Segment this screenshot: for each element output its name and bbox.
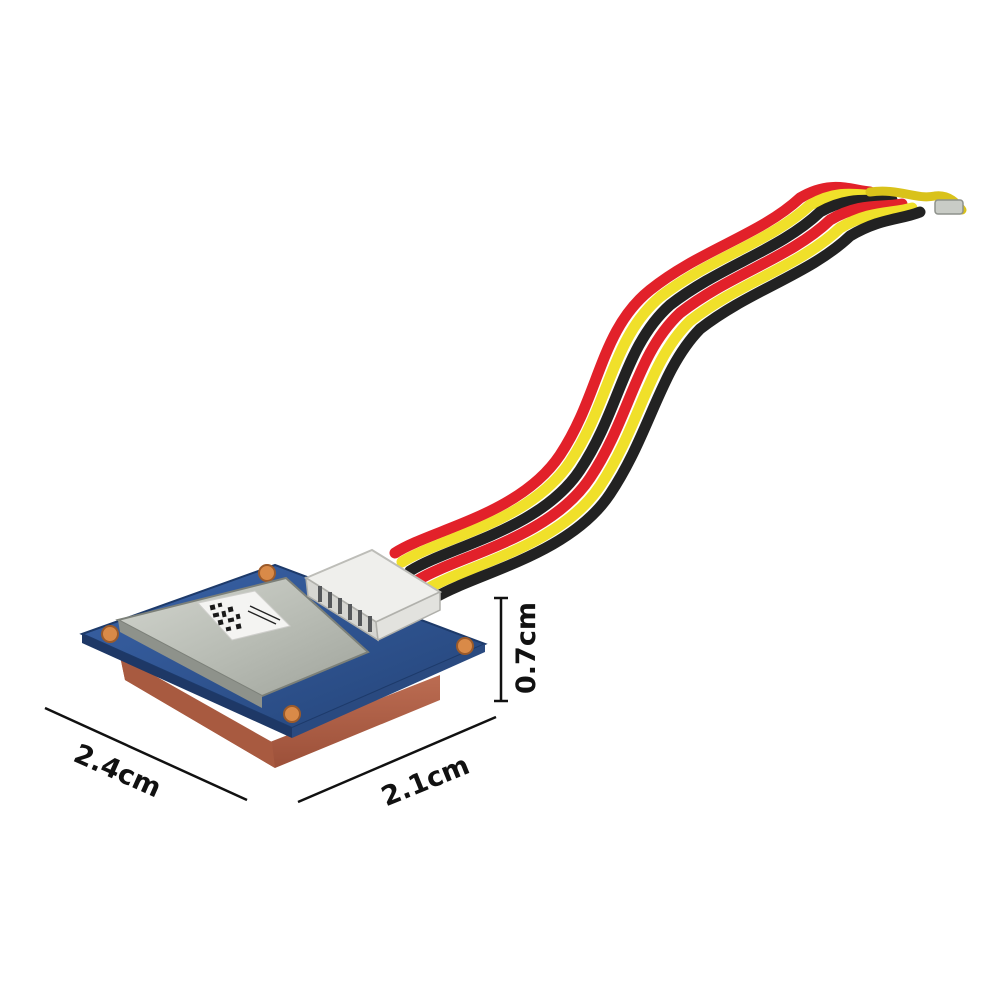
barcode-label — [197, 590, 291, 641]
wire-red-inner — [412, 198, 908, 586]
length-label: 2.4cm — [69, 739, 166, 805]
wire-yellow — [396, 188, 886, 568]
mount-hole — [456, 637, 474, 655]
wire-black — [404, 194, 898, 577]
gps-module — [79, 548, 488, 768]
wire-red-outer — [389, 181, 876, 559]
wire-black-inner — [430, 206, 926, 603]
mount-hole — [258, 564, 276, 582]
length-dimension-line — [44, 706, 248, 802]
mount-hole — [101, 625, 119, 643]
dimension-annotations — [44, 596, 508, 804]
mount-hole — [283, 705, 301, 723]
ribbon-cable — [389, 181, 967, 603]
height-label: 0.7cm — [511, 602, 542, 694]
width-dimension-line — [297, 715, 497, 804]
jst-connector — [303, 548, 443, 642]
wire-yellow-inner — [421, 202, 918, 595]
wire-end-terminal — [934, 199, 964, 215]
width-label: 2.1cm — [377, 750, 474, 813]
